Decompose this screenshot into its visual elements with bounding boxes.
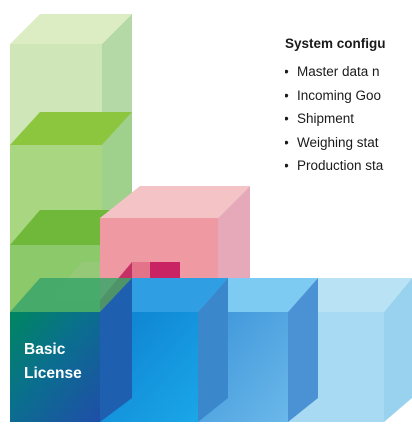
list-item-label: Weighing stat <box>297 134 379 150</box>
basic-license-line1: Basic <box>24 341 66 358</box>
list-item-label: Production sta <box>297 158 384 173</box>
bullet-icon: • <box>285 84 297 108</box>
list-item: •Master data n <box>285 60 412 84</box>
basic-license-line2: License <box>24 365 82 382</box>
list-item: •Production sta <box>285 154 412 178</box>
list-item-label: Shipment <box>297 111 355 126</box>
panel-title: System configu <box>285 36 386 51</box>
list-item: •Weighing stat <box>285 131 412 155</box>
bullet-icon: • <box>285 131 297 155</box>
list-item: •Shipment <box>285 107 412 131</box>
system-configuration-panel: System configu •Master data n •Incoming … <box>285 36 412 178</box>
list-item-label: Master data n <box>297 64 380 79</box>
bullet-icon: • <box>285 107 297 131</box>
bullet-icon: • <box>285 60 297 84</box>
list-item-label: Incoming Goo <box>297 87 382 103</box>
bullet-icon: • <box>285 154 297 178</box>
list-item: •Incoming Goo <box>285 84 412 108</box>
basic-license-cube: Basic License <box>10 278 132 422</box>
